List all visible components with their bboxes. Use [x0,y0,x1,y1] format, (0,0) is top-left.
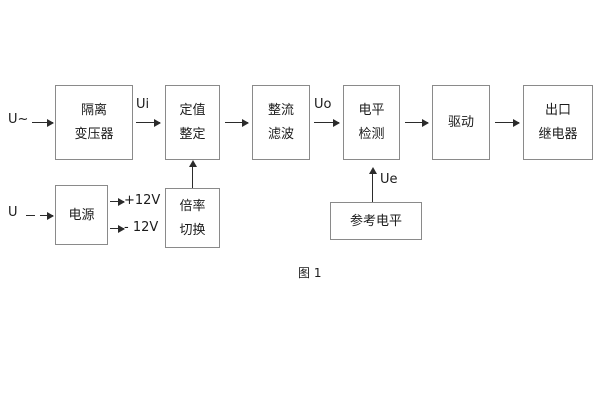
arrow-level-to-drive [405,118,429,127]
figure-caption: 图 1 [298,266,322,280]
arrow-setting-to-rectify [225,118,249,127]
block-rectify-filter-line1: 整流 [267,103,294,118]
block-setting-value-line2: 整定 [179,127,206,142]
block-power-supply-line1: 电源 [68,207,95,223]
block-drive-line1: 驱动 [447,115,474,130]
block-setting-value: 定值 整定 [165,85,220,160]
block-level-detection: 电平 检测 [343,85,400,160]
block-multiplier-switch-line1: 倍率 [179,198,206,214]
arrow-rectify-to-level [314,118,340,127]
signal-ue-label: Ue [380,172,398,187]
dash-segment-1 [26,215,35,216]
arrow-ac-to-transformer [32,118,54,127]
rail-positive-label: +12V [124,193,161,208]
block-rectify-filter-line2: 滤波 [267,127,294,142]
arrow-dc-to-power-supply [40,211,54,220]
arrow-transformer-to-setting [136,118,161,127]
arrow-reference-to-level [368,167,377,202]
arrow-drive-to-relay [495,118,520,127]
signal-ui-label: Ui [136,97,150,112]
arrow-multiplier-to-setting [188,160,197,188]
block-level-detection-line1: 电平 [358,103,385,118]
block-reference-level: 参考电平 [330,202,422,240]
block-multiplier-switch-line2: 切换 [179,222,206,238]
block-isolation-transformer-line2: 变压器 [74,127,114,142]
rail-negative-label: - 12V [124,220,159,235]
block-level-detection-line2: 检测 [358,127,385,142]
block-setting-value-line1: 定值 [179,103,206,118]
input-ac-label: U~ [8,112,29,127]
arrow-rail-negative [110,224,125,233]
block-output-relay: 出口 继电器 [523,85,593,160]
signal-uo-label: Uo [314,97,332,112]
block-multiplier-switch: 倍率 切换 [165,188,220,248]
block-output-relay-line1: 出口 [544,103,571,118]
block-output-relay-line2: 继电器 [538,127,578,142]
input-dc-label: U [8,205,18,220]
block-isolation-transformer-line1: 隔离 [80,103,107,118]
arrow-rail-positive [110,197,125,206]
block-isolation-transformer: 隔离 变压器 [55,85,133,160]
block-rectify-filter: 整流 滤波 [252,85,310,160]
block-power-supply: 电源 [55,185,108,245]
block-reference-level-line1: 参考电平 [349,213,402,229]
block-drive: 驱动 [432,85,490,160]
